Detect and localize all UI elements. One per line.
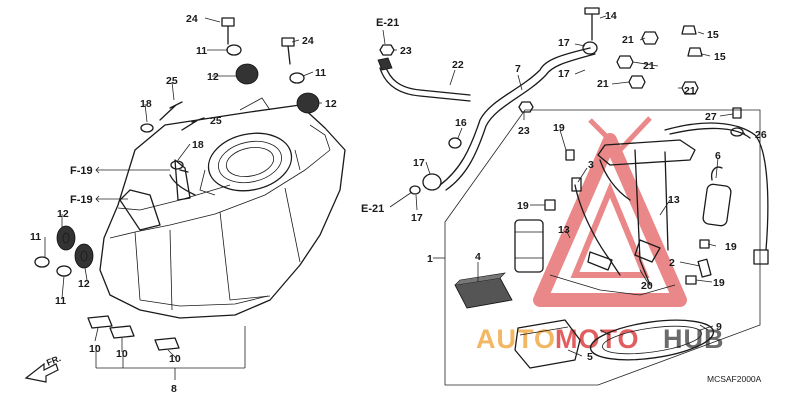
fuel-pump-assembly	[444, 109, 761, 386]
damper-rubber-left	[56, 225, 94, 269]
callout-12: 12	[207, 71, 219, 83]
damper-rubber-top	[235, 63, 320, 114]
washer-18	[140, 123, 184, 170]
callout-7: 7	[515, 63, 521, 75]
callout-27: 27	[705, 111, 717, 123]
callout-3: 3	[588, 159, 594, 171]
fuel-tank	[99, 97, 346, 319]
callout-14: 14	[605, 10, 617, 22]
callout-11: 11	[315, 67, 326, 79]
callout-18: 18	[192, 139, 204, 151]
callout-21: 21	[597, 78, 609, 90]
ref-e21-bottom: E-21	[361, 203, 384, 215]
tank-pads	[87, 315, 180, 351]
callout-13: 13	[668, 194, 680, 206]
bolt-25	[159, 101, 205, 131]
callout-6: 6	[715, 150, 721, 162]
callout-10: 10	[89, 343, 101, 355]
front-label: FR.	[45, 353, 62, 368]
callout-17: 17	[413, 157, 425, 169]
callout-5: 5	[587, 351, 593, 363]
callout-4: 4	[475, 251, 481, 263]
packing-5	[514, 319, 581, 369]
clamp-16	[448, 137, 462, 149]
callout-18: 18	[140, 98, 152, 110]
callout-21: 21	[684, 85, 696, 97]
callout-25: 25	[210, 115, 222, 127]
callout-labels: 24 11 12 24 11 12 25 25 18 18 12 11 12 1…	[30, 10, 767, 395]
leader-lines	[44, 15, 746, 380]
ref-e21-top: E-21	[376, 17, 399, 29]
ref-arrow-upper	[95, 166, 100, 174]
wire-harness	[664, 122, 769, 265]
callout-19: 19	[725, 241, 737, 253]
bolt-24	[221, 17, 295, 65]
strainer-4	[454, 272, 513, 309]
callout-10: 10	[116, 348, 128, 360]
callout-25: 25	[166, 75, 178, 87]
callout-12: 12	[325, 98, 337, 110]
callout-17: 17	[411, 212, 423, 224]
callout-12: 12	[78, 278, 90, 290]
callout-17: 17	[558, 68, 570, 80]
callout-24: 24	[186, 13, 198, 25]
callout-9: 9	[716, 321, 722, 333]
watermark-part-hub: HUB	[663, 324, 725, 354]
callout-16: 16	[455, 117, 467, 129]
callout-19: 19	[553, 122, 565, 134]
callout-19: 19	[713, 277, 725, 289]
ref-f19-upper: F-19	[70, 165, 93, 177]
callout-12: 12	[57, 208, 69, 220]
callout-21: 21	[643, 60, 655, 72]
setting-plate-9	[589, 319, 715, 361]
callout-23: 23	[518, 125, 530, 137]
hose-joint-17	[409, 41, 598, 195]
watermark-text: AUTO MOTO HUB	[476, 324, 725, 354]
callout-22: 22	[452, 59, 464, 71]
callout-15: 15	[714, 51, 726, 63]
callout-11: 11	[30, 231, 41, 243]
callout-13: 13	[558, 224, 570, 236]
fuel-filter-6	[702, 166, 732, 227]
fuel-hose-7	[439, 47, 596, 191]
collar-left	[34, 256, 72, 277]
callout-23: 23	[400, 45, 412, 57]
ref-f19-lower: F-19	[70, 194, 93, 206]
callout-20: 20	[641, 280, 653, 292]
diagram-code: MCSAF2000A	[707, 374, 762, 384]
ref-arrow-lower	[95, 195, 100, 203]
callout-24: 24	[302, 35, 314, 47]
callout-11: 11	[55, 295, 66, 307]
callout-1: 1	[427, 253, 433, 265]
callout-8: 8	[171, 383, 177, 395]
breather-tube-22	[377, 57, 471, 102]
callout-10: 10	[169, 353, 181, 365]
reference-labels: F-19 F-19 E-21 E-21	[70, 17, 399, 215]
callout-21: 21	[622, 34, 634, 46]
callout-17: 17	[558, 37, 570, 49]
front-arrow: FR.	[24, 353, 62, 383]
callout-11: 11	[196, 45, 207, 57]
callout-26: 26	[755, 129, 767, 141]
bolt-14	[584, 7, 600, 41]
callout-19: 19	[517, 200, 529, 212]
callout-2: 2	[669, 257, 675, 269]
callout-15: 15	[707, 29, 719, 41]
nut-23	[379, 44, 534, 113]
